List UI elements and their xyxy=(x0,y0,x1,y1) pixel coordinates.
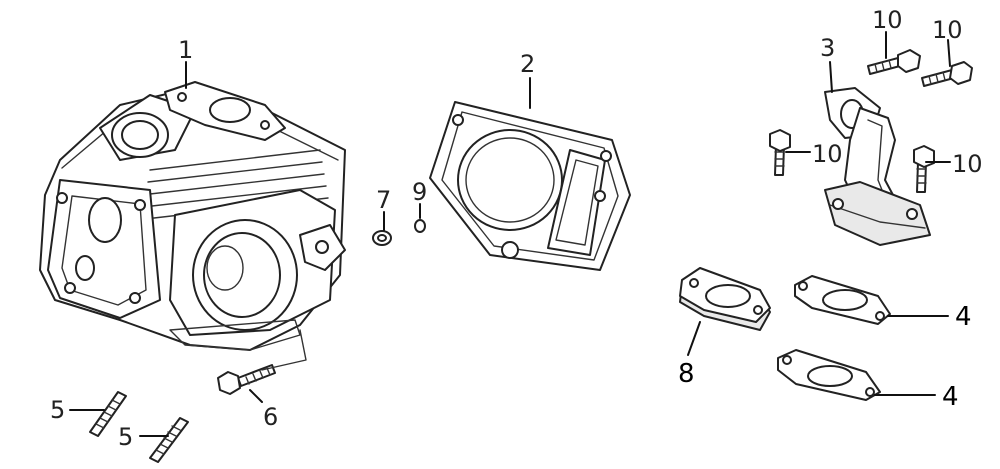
callout-9: 9 xyxy=(412,178,427,206)
stud-bolt-lower xyxy=(149,417,189,463)
callout-10a: 10 xyxy=(872,6,903,34)
callout-1: 1 xyxy=(178,36,193,64)
guide-line-head-to-bolt xyxy=(261,329,307,371)
bolt-10-mid-right xyxy=(913,145,935,193)
callout-7: 7 xyxy=(376,186,391,214)
bolt-10-top-left xyxy=(867,49,921,75)
stud-bolt-upper xyxy=(89,391,127,437)
intake-gasket-upper xyxy=(794,275,891,325)
leader-8 xyxy=(687,321,701,356)
leader-10b xyxy=(947,39,951,67)
callout-5b: 5 xyxy=(118,423,133,451)
callout-5a: 5 xyxy=(50,396,65,424)
callout-8: 8 xyxy=(678,359,695,389)
callout-10d: 10 xyxy=(952,150,983,178)
callout-6: 6 xyxy=(263,403,278,431)
cylinder-head xyxy=(39,81,346,351)
intake-gasket-lower xyxy=(777,349,881,401)
intake-pipe xyxy=(824,87,931,246)
bolt-10-mid-left xyxy=(769,129,791,176)
flange-bolt xyxy=(217,364,276,395)
callout-10b: 10 xyxy=(932,16,963,44)
dowel-pin xyxy=(372,230,392,246)
intake-insulator xyxy=(679,267,771,331)
leader-6 xyxy=(249,389,263,403)
bolt-10-top-right xyxy=(921,61,973,87)
callout-4a: 4 xyxy=(955,302,972,332)
cylinder-head-gasket xyxy=(429,101,631,271)
o-ring xyxy=(414,219,426,233)
callout-3: 3 xyxy=(820,34,835,62)
callout-2: 2 xyxy=(520,50,535,78)
callout-10c: 10 xyxy=(812,140,843,168)
leader-3 xyxy=(829,61,833,93)
callout-4b: 4 xyxy=(942,382,959,412)
